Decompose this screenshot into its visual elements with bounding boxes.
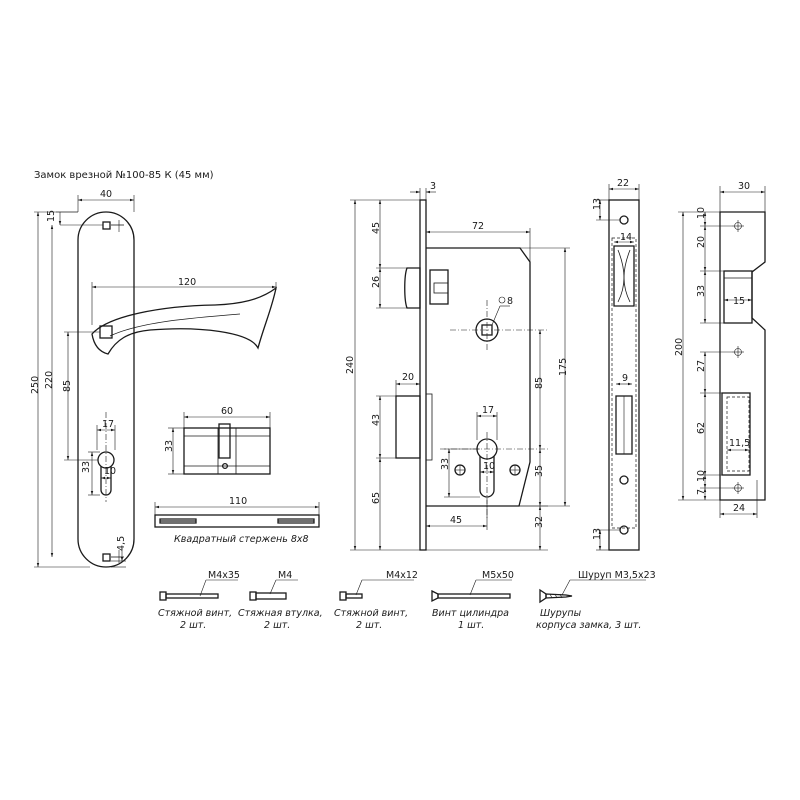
- faceplate-front: [608, 199, 640, 551]
- handle-lever: [91, 286, 277, 355]
- dim-cylinder-height: 33: [164, 440, 175, 452]
- dim-strike-24: 24: [733, 503, 745, 514]
- dim-lock-cyl-33: 33: [440, 458, 451, 470]
- part-5-label2: корпуса замка, 3 шт.: [536, 620, 641, 631]
- dim-body-175: 175: [558, 358, 569, 376]
- dim-body-20: 20: [402, 372, 414, 383]
- drawing-title: Замок врезной №100-85 К (45 мм): [34, 170, 214, 181]
- dim-strike-30: 30: [738, 181, 750, 192]
- dim-strike-27: 27: [696, 360, 707, 372]
- dim-lock-cyl-17: 17: [482, 405, 494, 416]
- spindle-view: 110 Квадратный стержень 8х8: [154, 496, 320, 545]
- dim-handle-top: 15: [46, 210, 57, 222]
- handle-backplate: [77, 211, 135, 568]
- dim-strike-20: 20: [696, 236, 707, 248]
- part-2-spec: М4: [278, 570, 292, 581]
- cylinder-view: 60 33: [164, 406, 271, 475]
- dim-handle-85: 85: [62, 380, 73, 392]
- dim-lever-length: 120: [178, 277, 196, 288]
- part-3-spec: М4х12: [386, 570, 418, 581]
- cylinder-body: [183, 427, 271, 475]
- lock-body-view: 3 72 240 45 26 8 20 43 65: [345, 181, 570, 551]
- dim-cylinder-length: 60: [221, 406, 233, 417]
- part-tie-screw-long: М4х35 Стяжной винт, 2 шт.: [158, 570, 240, 631]
- faceplate-view: 22 13 14 9 13: [592, 178, 640, 551]
- dim-body-65: 65: [371, 492, 382, 504]
- dim-cylinder-17: 17: [102, 419, 114, 430]
- dim-strike-115: 11,5: [729, 438, 750, 449]
- dim-strike-200: 200: [674, 338, 685, 356]
- dim-body-26: 26: [371, 276, 382, 288]
- dim-spindle-length: 110: [229, 496, 247, 507]
- parts-row: М4х35 Стяжной винт, 2 шт. М4 Стяжная вту…: [158, 570, 656, 631]
- dim-strike-33: 33: [696, 285, 707, 297]
- part-1-label2: 2 шт.: [180, 620, 206, 631]
- part-4-spec: М5х50: [482, 570, 514, 581]
- dim-faceplate-14: 14: [620, 232, 632, 243]
- part-5-label1: Шурупы: [540, 608, 582, 619]
- part-4-label1: Винт цилиндра: [432, 608, 509, 619]
- part-2-label2: 2 шт.: [264, 620, 290, 631]
- dim-faceplate-13b: 13: [592, 528, 603, 540]
- dim-strike-15: 15: [733, 296, 745, 307]
- dim-handle-total: 250: [30, 376, 41, 394]
- lock-case: [426, 247, 531, 507]
- part-4-label2: 1 шт.: [458, 620, 484, 631]
- spindle-bar: [154, 514, 320, 528]
- part-tie-bushing: М4 Стяжная втулка, 2 шт.: [238, 570, 323, 631]
- dim-body-43: 43: [371, 414, 382, 426]
- dim-faceplate-3: 3: [430, 181, 436, 192]
- dim-faceplate-22: 22: [617, 178, 629, 189]
- dim-faceplate-9: 9: [622, 373, 628, 384]
- part-cylinder-screw: М5х50 Винт цилиндра 1 шт.: [431, 570, 514, 631]
- dim-strike-10a: 10: [696, 207, 707, 219]
- cylinder-cam: [218, 423, 231, 459]
- dim-case-72: 72: [472, 221, 484, 232]
- dim-cylinder-10: 10: [104, 466, 116, 477]
- dead-bolt: [395, 395, 421, 459]
- part-2-label1: Стяжная втулка,: [238, 608, 323, 619]
- dim-body-32: 32: [534, 516, 545, 528]
- dim-strike-62: 62: [696, 422, 707, 434]
- part-tie-screw-short: М4х12 Стяжной винт, 2 шт.: [334, 570, 418, 631]
- dim-backset-45: 45: [450, 515, 462, 526]
- part-1-label1: Стяжной винт,: [158, 608, 232, 619]
- dim-body-85: 85: [534, 377, 545, 389]
- part-3-label2: 2 шт.: [356, 620, 382, 631]
- spindle-caption: Квадратный стержень 8х8: [174, 534, 309, 545]
- dim-body-35: 35: [534, 465, 545, 477]
- part-3-label1: Стяжной винт,: [334, 608, 408, 619]
- part-1-spec: М4х35: [208, 570, 240, 581]
- dim-faceplate-13a: 13: [592, 198, 603, 210]
- latch-bolt: [404, 267, 421, 309]
- dim-strike-7: 7: [696, 489, 707, 495]
- dim-handle-width: 40: [100, 189, 112, 200]
- dim-body-45: 45: [371, 222, 382, 234]
- part-wood-screw: Шуруп М3,5х23 Шурупы корпуса замка, 3 шт…: [536, 570, 656, 631]
- dim-body-240: 240: [345, 356, 356, 374]
- dim-square-8: 8: [507, 296, 513, 307]
- dim-strike-10b: 10: [696, 470, 707, 482]
- dim-handle-220: 220: [44, 371, 55, 389]
- lock-faceplate: [419, 199, 427, 551]
- dim-handle-bottom: 4,5: [116, 536, 127, 551]
- strike-plate-view: 30 10 20 33 15 200 27 62 11,5: [674, 181, 766, 518]
- dim-lock-cyl-10: 10: [483, 461, 495, 472]
- handle-view: 40 15 250 220 85 120 17 33 1: [30, 189, 277, 568]
- dim-cylinder-33: 33: [81, 461, 92, 473]
- part-5-spec: Шуруп М3,5х23: [578, 570, 656, 581]
